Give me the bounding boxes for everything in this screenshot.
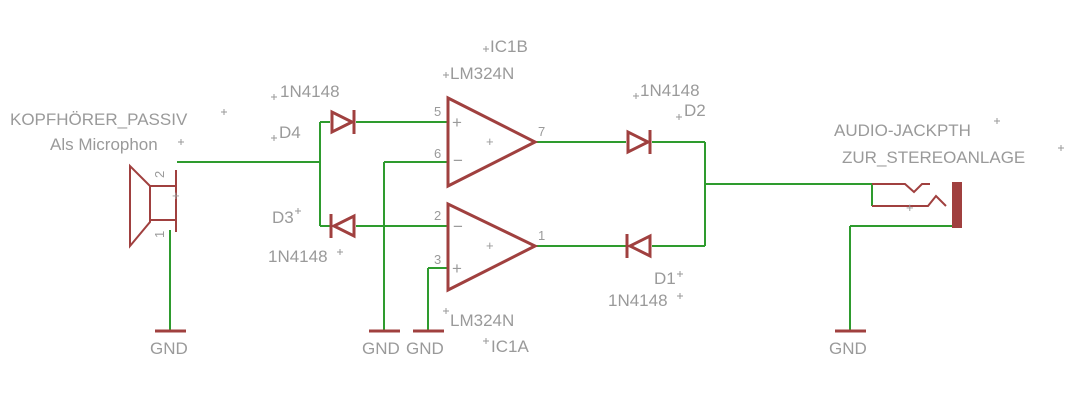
label-ic1b-value: LM324N <box>450 64 514 83</box>
label-d4-name: D4 <box>279 123 301 142</box>
label-d3-name: D3 <box>272 208 294 227</box>
label-d1-value: 1N4148 <box>608 291 668 310</box>
ic1a-pin-2: 2 <box>434 208 441 223</box>
diode-d3-symbol <box>329 213 356 239</box>
svg-text:+: + <box>452 259 462 278</box>
diode-d1-symbol <box>625 233 652 259</box>
svg-text:−: − <box>453 217 463 236</box>
opamp-ic1b-symbol: + − + <box>446 95 539 189</box>
ic1a-pin-3: 3 <box>434 252 441 267</box>
speaker-pin-1: 1 <box>152 231 167 238</box>
opamp-ic1a-symbol: − + + <box>446 201 539 293</box>
svg-text:+: + <box>486 134 494 149</box>
speaker-symbol: + <box>129 163 180 249</box>
label-d2-value: 1N4148 <box>640 81 700 100</box>
audio-jack-symbol: + <box>872 182 962 228</box>
label-d3-value: 1N4148 <box>268 247 328 266</box>
label-kopfhoerer-passiv: KOPFHÖRER_PASSIV <box>10 110 188 129</box>
label-gnd-3: GND <box>406 339 444 358</box>
label-d2-name: D2 <box>684 101 706 120</box>
label-d4-value: 1N4148 <box>280 82 340 101</box>
label-gnd-4: GND <box>829 339 867 358</box>
svg-text:+: + <box>452 113 462 132</box>
ic1a-pin-1: 1 <box>538 228 545 243</box>
ic1b-pin-6: 6 <box>434 146 441 161</box>
label-d1-name: D1 <box>654 269 676 288</box>
label-zur-stereoanlage: ZUR_STEREOANLAGE <box>842 148 1025 167</box>
svg-text:+: + <box>172 188 180 203</box>
ic1b-pin-5: 5 <box>434 104 441 119</box>
ic1b-pin-7: 7 <box>538 124 545 139</box>
label-ic1b-name: IC1B <box>490 37 528 56</box>
wires <box>169 121 955 330</box>
text-origin-markers <box>178 46 1064 344</box>
label-gnd-1: GND <box>150 339 188 358</box>
diode-d2-symbol <box>626 129 652 155</box>
label-ic1a-name: IC1A <box>491 337 529 356</box>
svg-text:+: + <box>906 200 914 215</box>
diode-d4-symbol <box>330 109 356 135</box>
label-als-microphon: Als Microphon <box>50 135 158 154</box>
speaker-pin-2: 2 <box>152 171 167 178</box>
svg-text:−: − <box>453 151 463 170</box>
svg-text:+: + <box>486 238 494 253</box>
label-gnd-2: GND <box>362 339 400 358</box>
label-audio-jackpth: AUDIO-JACKPTH <box>834 121 971 140</box>
label-ic1a-value: LM324N <box>450 311 514 330</box>
